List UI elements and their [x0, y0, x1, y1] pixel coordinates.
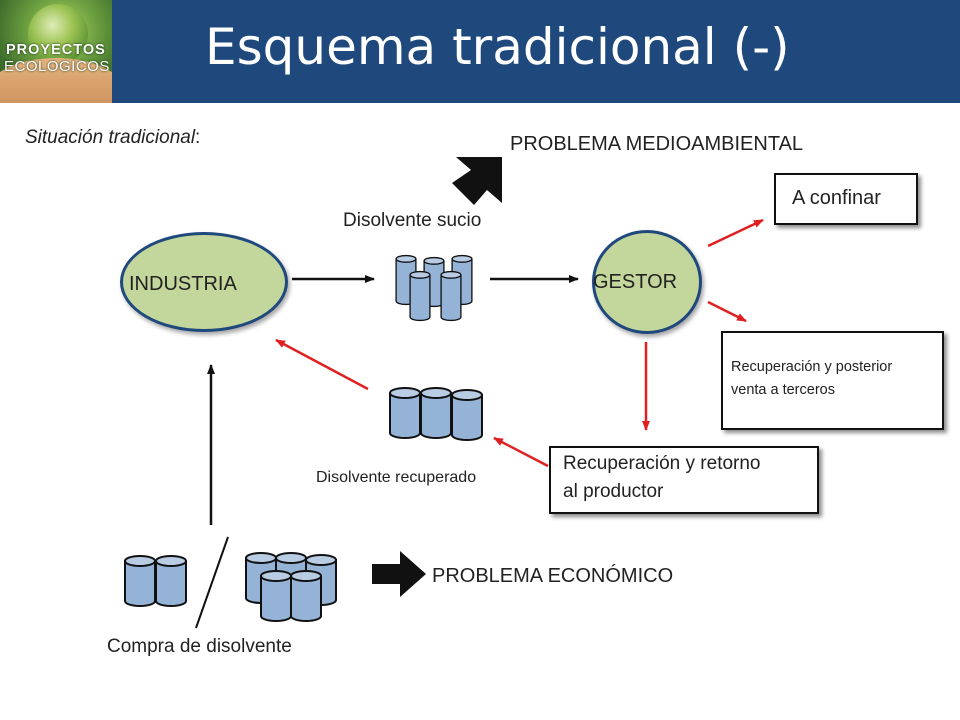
logo-text-line1: PROYECTOS: [6, 42, 106, 58]
separator-slash: [195, 536, 229, 629]
recovery-return-box: Recuperación y retorno al productor: [549, 446, 819, 514]
globe-icon: [28, 4, 88, 64]
buy-solvent-label: Compra de disolvente: [107, 636, 292, 657]
problem-environmental-label: PROBLEMA MEDIOAMBIENTAL: [510, 133, 804, 155]
bold-arrow-right-icon: [372, 551, 426, 597]
barrels-dirty-icon: [395, 254, 473, 322]
bold-arrow-up-icon: [452, 157, 502, 205]
problem-economic-label: PROBLEMA ECONÓMICO: [432, 565, 674, 587]
recovery-sale-line2: venta a terceros: [731, 382, 835, 398]
intro-colon: :: [195, 127, 201, 148]
dirty-solvent-label: Disolvente sucio: [343, 210, 482, 231]
recovered-solvent-label: Disolvente recuperado: [316, 469, 477, 486]
intro-label: Situación tradicional:: [25, 127, 200, 149]
industria-label: INDUSTRIA: [129, 273, 237, 295]
logo-text-line2: ECOLOGICOS: [4, 58, 110, 75]
recovery-sale-line1: Recuperación y posterior: [731, 359, 893, 375]
arrow-gestor-to-venta: [707, 300, 747, 323]
recovery-sale-box: Recuperación y posterior venta a tercero…: [721, 331, 944, 430]
barrels-purchase-small-icon: [124, 555, 187, 607]
recovery-return-line1: Recuperación y retorno: [563, 453, 761, 474]
industria-node: INDUSTRIA: [120, 232, 288, 332]
page-title: Esquema tradicional (-): [205, 18, 790, 76]
barrels-purchase-large-icon: [245, 552, 337, 622]
barrels-recovered-icon: [389, 387, 483, 441]
recovery-return-line2: al productor: [563, 481, 664, 502]
confine-label: A confinar: [792, 187, 881, 209]
arrow-recovered-to-industria: [275, 338, 369, 391]
gestor-node: GESTOR: [592, 230, 702, 334]
arrow-gestor-to-confinar: [707, 218, 764, 248]
intro-text: Situación tradicional: [25, 127, 196, 148]
logo: PROYECTOS ECOLOGICOS: [0, 0, 112, 103]
arrow-retorno-to-recovered: [493, 436, 549, 468]
header-bar: PROYECTOS ECOLOGICOS Esquema tradicional…: [0, 0, 960, 103]
hands-icon: [0, 58, 112, 103]
confine-box: A confinar: [774, 173, 918, 225]
gestor-label: GESTOR: [593, 271, 678, 293]
